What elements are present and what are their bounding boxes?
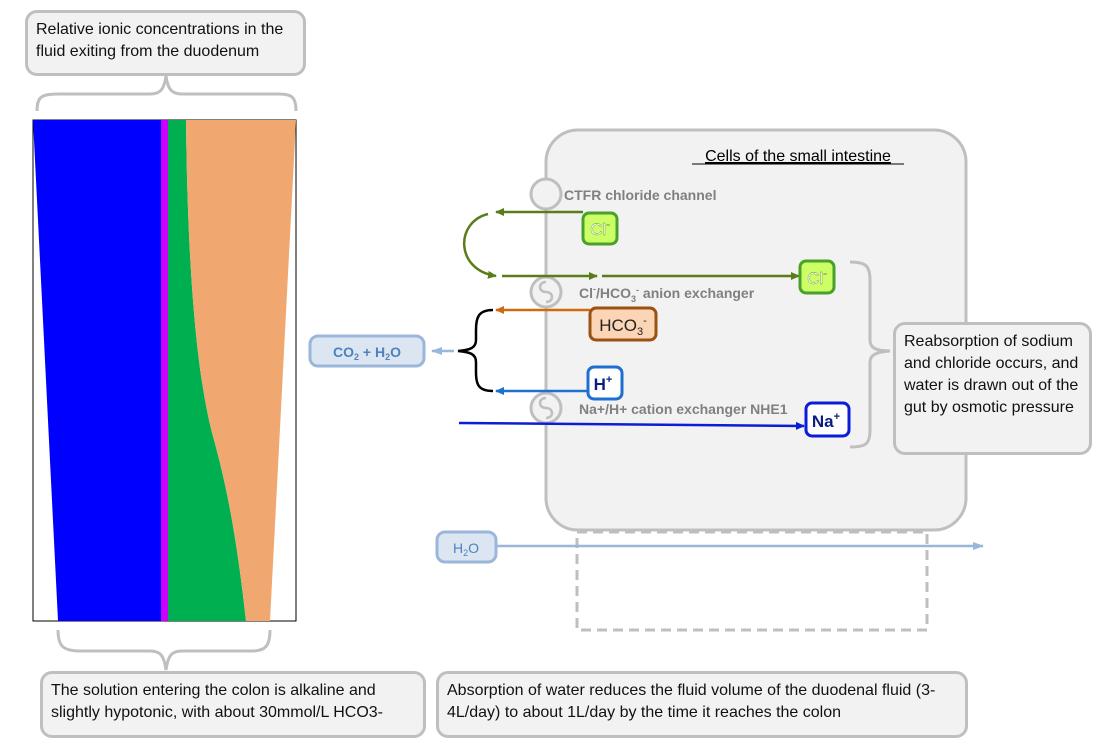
na-uptake-arrow (458, 421, 805, 430)
reabsorption-note: Reabsorption of sodium and chloride occu… (893, 322, 1092, 455)
anion-exchanger-icon (529, 275, 563, 309)
svg-text:Cl-: Cl- (590, 219, 610, 239)
colon-note: The solution entering the colon is alkal… (40, 671, 426, 738)
svg-text:Na+: Na+ (812, 411, 840, 431)
ctfr-channel-label: CTFR chloride channel (564, 187, 716, 203)
nhe1-exchanger-label: Na+/H+ cation exchanger NHE1 (579, 401, 788, 417)
bicarbonate-band (186, 120, 296, 621)
h-ion-box: H+ (586, 365, 624, 401)
cation-exchanger-icon (529, 391, 563, 425)
cl-recycle-arrow (463, 212, 497, 279)
svg-text:H+: H+ (594, 374, 613, 394)
svg-text:HCO3-: HCO3- (599, 315, 647, 338)
sodium-band (33, 120, 161, 621)
reabsorption-brace (849, 260, 891, 449)
cl-ion-box-cell: Cl- (798, 259, 836, 295)
ionic-concentration-chart (32, 119, 297, 622)
combine-brace (457, 308, 494, 393)
anion-exchanger-label: Cl-/HCO3- anion exchanger (579, 284, 755, 304)
hco3-ion-box: HCO3- (588, 306, 658, 342)
svg-text:H2O: H2O (453, 540, 479, 558)
water-absorption-note: Absorption of water reduces the fluid vo… (436, 671, 968, 738)
top-brace (35, 75, 298, 112)
co2-h2o-box: CO2 + H2O (308, 334, 426, 368)
svg-text:Cl-: Cl- (807, 268, 827, 288)
ctfr-channel-icon (529, 177, 563, 211)
chloride-band (168, 120, 246, 621)
duodenum-note: Relative ionic concentrations in the flu… (25, 10, 306, 76)
h2o-box: H2O (435, 530, 498, 564)
cell-title: Cells of the small intestine (705, 148, 891, 165)
cl-ion-box-membrane: Cl- (581, 211, 619, 246)
svg-text:CO2 + H2O: CO2 + H2O (333, 344, 401, 362)
na-ion-box: Na+ (804, 401, 851, 438)
bottom-brace (56, 629, 272, 671)
potassium-band (161, 120, 168, 621)
